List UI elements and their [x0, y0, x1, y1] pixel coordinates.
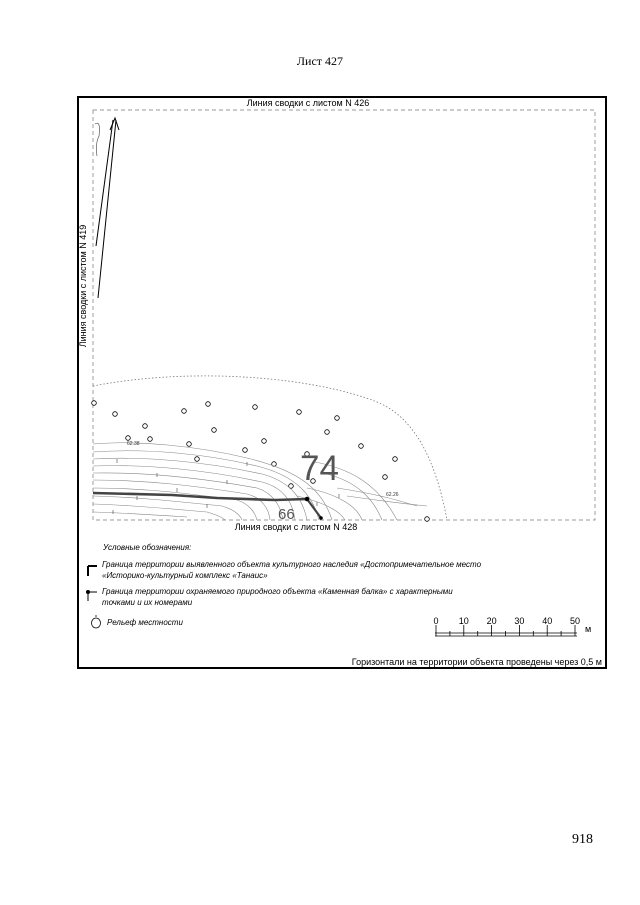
north-arrow-icon: [94, 116, 120, 299]
legend-title: Условные обозначения:: [102, 543, 191, 552]
map-canvas: Линия сводки с листом N 426 Линия сводки…: [78, 98, 602, 667]
scale-unit: м: [585, 624, 591, 634]
scale-tick-label: 50: [570, 616, 580, 626]
scale-bar: 0 10 20 30 40 50 м: [433, 616, 591, 637]
edge-label-bottom: Линия сводки с листом N 428: [235, 522, 358, 532]
edge-label-top: Линия сводки с листом N 426: [247, 98, 370, 108]
svg-text:Граница территории выявленного: Граница территории выявленного объекта к…: [102, 560, 482, 569]
legend-item-relief: Рельеф местности: [91, 615, 183, 629]
scale-tick-label: 10: [459, 616, 469, 626]
contour-interval-note: Горизонтали на территории объекта провед…: [352, 657, 602, 667]
legend-item-heritage: Граница территории выявленного объекта к…: [87, 560, 482, 580]
scale-tick-label: 30: [514, 616, 524, 626]
svg-text:«Историко-культурный комплекс: «Историко-культурный комплекс «Танаис»: [102, 571, 268, 580]
heritage-boundary-line: [92, 491, 308, 502]
contour-label: 62.26: [386, 492, 399, 498]
page-number: 918: [572, 832, 593, 847]
relief-markers: [91, 400, 430, 522]
edge-label-left: Линия сводки с листом N 419: [78, 225, 88, 348]
svg-text:Граница территории охраняемого: Граница территории охраняемого природног…: [102, 587, 453, 596]
legend-item-natural-object: Граница территории охраняемого природног…: [86, 587, 453, 607]
natural-boundary-symbol-icon: [86, 590, 97, 601]
boundary-points: [304, 496, 323, 520]
contour-lines: [92, 442, 428, 521]
scale-tick-label: 40: [542, 616, 552, 626]
heritage-boundary-line: [306, 498, 322, 519]
scale-tick-label: 0: [433, 616, 438, 626]
parcel-number: 66: [278, 506, 295, 523]
territory-boundary-dotted: [92, 375, 448, 521]
relief-symbol-icon: [91, 615, 101, 629]
map-frame: [77, 96, 607, 669]
scale-tick-label: 20: [487, 616, 497, 626]
map-boundary-dashed: [92, 109, 596, 521]
contour-ticks: [112, 459, 340, 514]
parcel-number: 74: [300, 449, 339, 488]
contour-label: 62.38: [127, 441, 140, 447]
svg-text:точками и их номерами: точками и их номерами: [102, 598, 193, 607]
svg-text:Рельеф местности: Рельеф местности: [107, 618, 183, 627]
heritage-boundary-symbol-icon: [87, 565, 97, 576]
sheet-title: Лист 427: [296, 54, 344, 68]
